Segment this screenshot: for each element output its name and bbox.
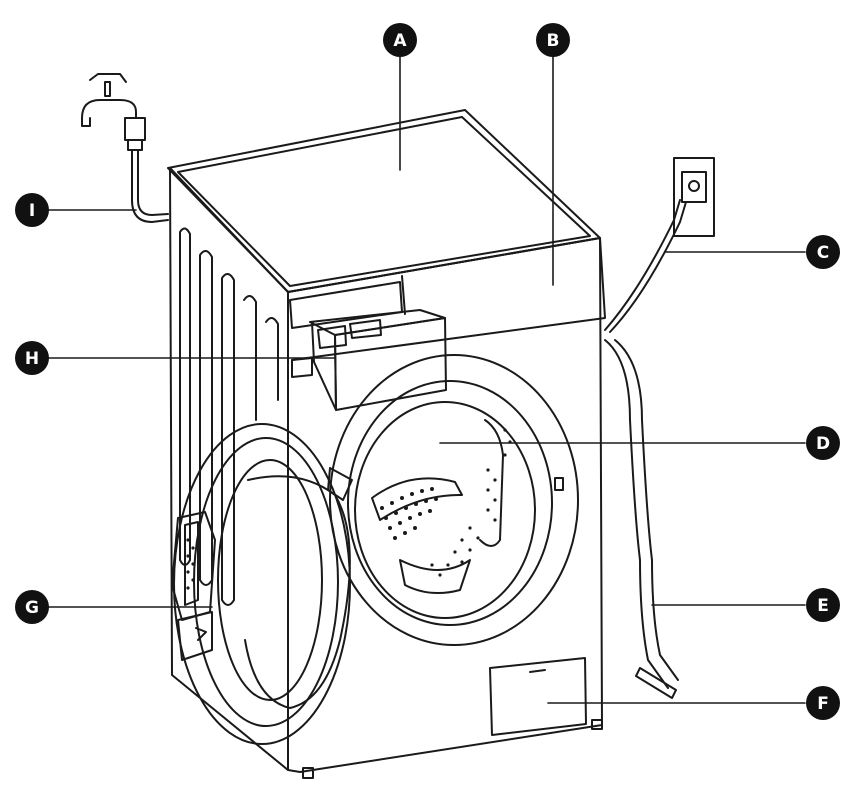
svg-text:D: D <box>816 434 830 454</box>
callout-h: H <box>15 341 49 375</box>
leader-lines <box>47 41 806 704</box>
open-door <box>171 423 351 745</box>
detergent-drawer <box>289 281 447 411</box>
svg-text:H: H <box>25 349 39 369</box>
door-handle-grip <box>186 538 195 590</box>
callout-a: A <box>383 23 417 57</box>
top-lid <box>167 109 601 293</box>
power-socket <box>604 157 715 333</box>
svg-text:A: A <box>393 31 407 51</box>
svg-text:F: F <box>817 694 829 714</box>
svg-text:C: C <box>817 243 829 263</box>
control-panel <box>287 237 606 361</box>
svg-text:I: I <box>29 201 35 221</box>
callout-e: E <box>806 588 840 622</box>
callout-b: B <box>536 23 570 57</box>
drum-perforations <box>380 428 512 577</box>
callout-g: G <box>15 590 49 624</box>
drain-hose <box>604 339 679 699</box>
callout-d: D <box>806 426 840 460</box>
svg-text:E: E <box>817 596 829 616</box>
svg-text:B: B <box>547 31 560 51</box>
water-tap <box>81 73 169 223</box>
callout-c: C <box>806 235 840 269</box>
svg-text:G: G <box>25 598 39 618</box>
side-ribs <box>179 227 279 606</box>
callout-f: F <box>806 686 840 720</box>
drum-opening <box>327 354 579 646</box>
filter-cover <box>489 657 587 736</box>
callout-i: I <box>15 193 49 227</box>
